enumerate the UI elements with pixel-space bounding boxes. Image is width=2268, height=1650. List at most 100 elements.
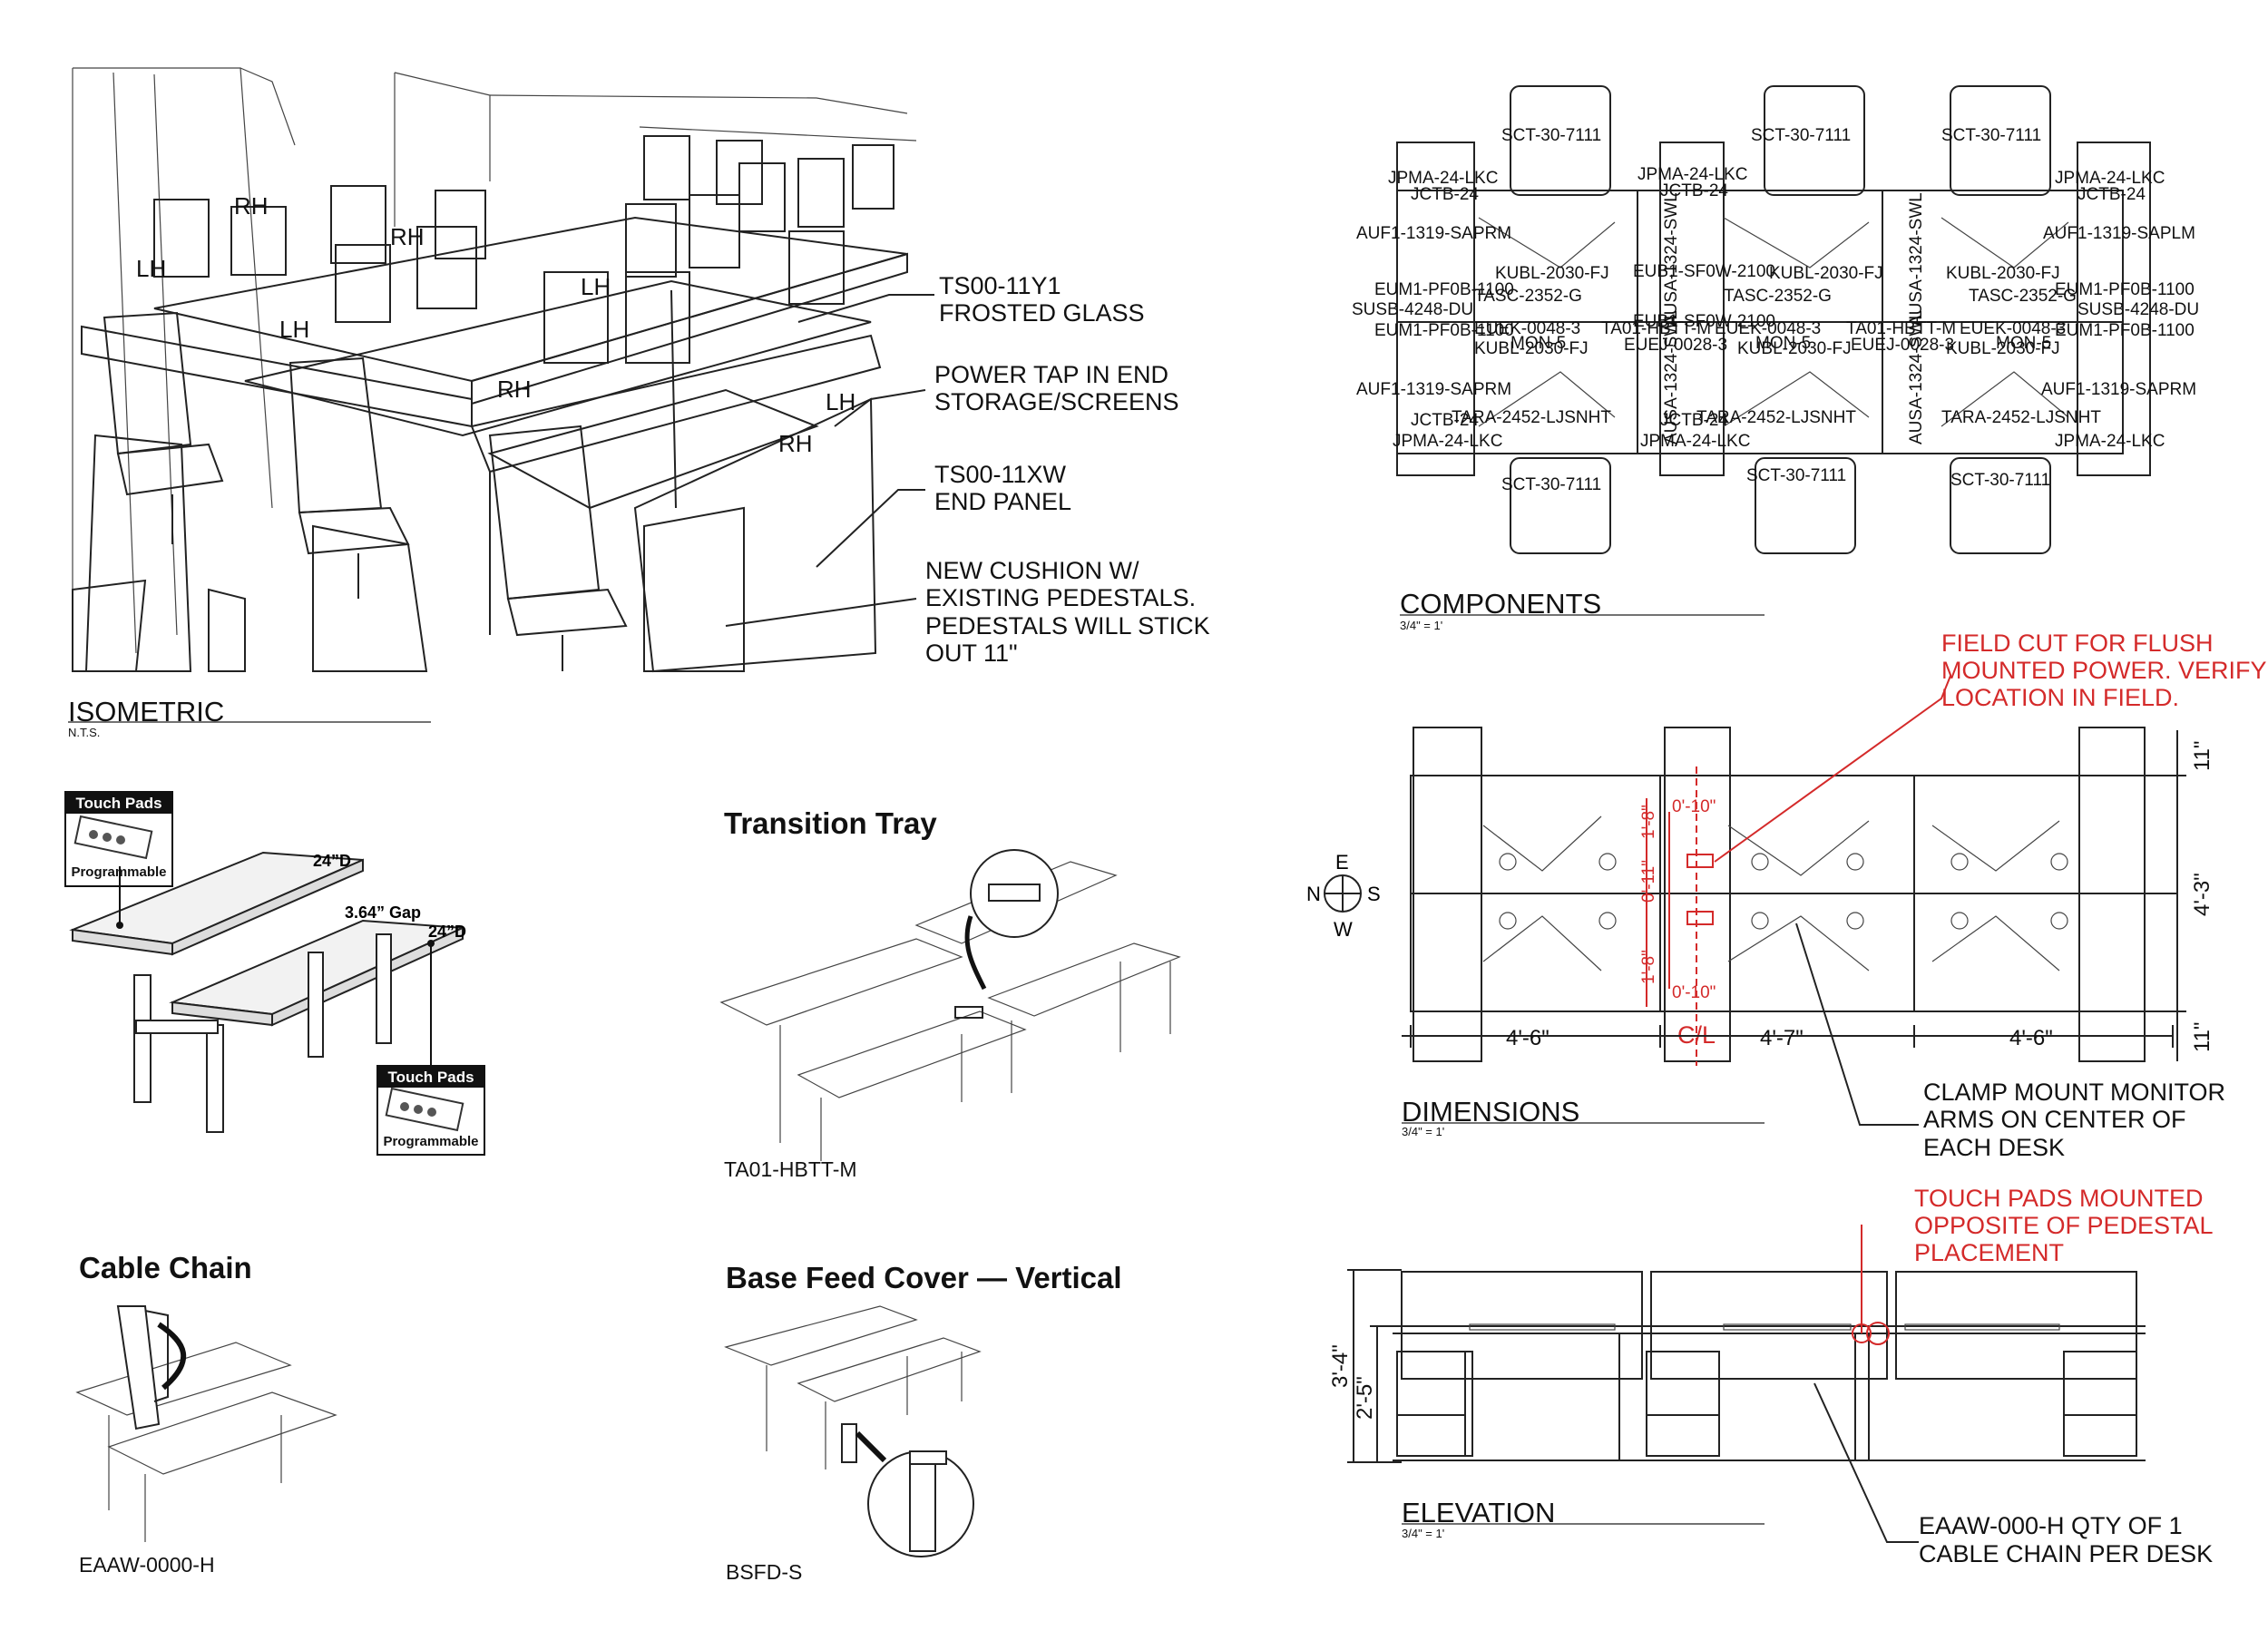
component-label: TASC-2352-G <box>1474 287 1582 306</box>
transition-tray-code: TA01-HBTT-M <box>724 1157 857 1181</box>
hand-label: RH <box>390 223 425 250</box>
components-scale: 3/4" = 1' <box>1400 619 1442 632</box>
component-label: MON-5 <box>1510 334 1566 353</box>
base-feed-heading: Base Feed Cover — Vertical <box>726 1261 1122 1294</box>
component-label: JCTB-24 <box>1411 185 1479 204</box>
svg-text:CABLE CHAIN PER DESK: CABLE CHAIN PER DESK <box>1919 1540 2213 1567</box>
component-label: AUSA-1324-SWL <box>1662 192 1681 327</box>
compass-west: W <box>1334 918 1353 941</box>
elevation-view: TOUCH PADS MOUNTED OPPOSITE OF PEDESTAL … <box>1328 1185 2214 1567</box>
callout-cushion: OUT 11" <box>925 639 1018 667</box>
svg-text:EAAW-000-H QTY OF 1: EAAW-000-H QTY OF 1 <box>1919 1512 2183 1539</box>
component-label: EUEK-0048-3 <box>1960 319 2066 338</box>
component-label: JPMA-24-LKC <box>2055 432 2165 451</box>
svg-text:MOUNTED POWER. VERIFY: MOUNTED POWER. VERIFY <box>1941 657 2267 684</box>
component-label: JCTB-24 <box>1660 181 1728 200</box>
component-label: TASC-2352-G <box>1724 287 1832 306</box>
component-label: TA01-HBTT-M <box>1601 319 1711 338</box>
callout-cushion: EXISTING PEDESTALS. <box>925 584 1196 611</box>
cable-chain-heading: Cable Chain <box>79 1251 252 1284</box>
north-compass: N E S W <box>1306 851 1381 941</box>
compass-south: S <box>1367 883 1381 905</box>
touch-pads-badge: Touch Pads Programmable <box>376 1065 485 1156</box>
component-label: AUF1-1319-SAPRM <box>1356 224 1511 243</box>
components-title: COMPONENTS <box>1400 588 1601 620</box>
red-dimension: 0'-10" <box>1672 983 1716 1002</box>
field-cut-note: FIELD CUT FOR FLUSH MOUNTED POWER. VERIF… <box>1941 630 2267 711</box>
hand-label: RH <box>497 376 532 403</box>
svg-text:TOUCH PADS MOUNTED: TOUCH PADS MOUNTED <box>1914 1185 2204 1212</box>
component-label: TARA-2452-LJSNHT <box>1452 408 1611 427</box>
component-label: JPMA-24-LKC <box>1637 165 1747 184</box>
callout-cushion: PEDESTALS WILL STICK <box>925 612 1210 639</box>
width-dim: 4'-6" <box>1506 1026 1549 1050</box>
component-label: EUB1-SF0W-2100 <box>1633 262 1775 281</box>
callout-power-tap: POWER TAP IN END <box>934 361 1168 388</box>
component-label: SUSB-4248-DU <box>2077 300 2199 319</box>
component-label: AUF1-1319-SAPLM <box>2043 224 2195 243</box>
component-label: KUBL-2030-FJ <box>1769 264 1883 283</box>
component-label: TASC-2352-G <box>1969 287 2077 306</box>
end-dim-bottom: 11" <box>2190 1022 2214 1052</box>
component-label: JCTB-24 <box>2077 185 2146 204</box>
callout-power-tap: STORAGE/SCREENS <box>934 388 1179 415</box>
callout-end-panel: END PANEL <box>934 488 1071 515</box>
isometric-view: RH RH LH LH LH RH LH RH TS00-11Y1 FROSTE… <box>68 67 1210 739</box>
callout-frosted-glass: TS00-11Y1 <box>939 272 1061 299</box>
component-label: EUEJ-0028-3 <box>1624 336 1727 355</box>
component-label: SCT-30-7111 <box>1501 126 1601 145</box>
component-label: EUM1-PF0B-1100 <box>2055 280 2195 299</box>
component-label: AUF1-1319-SAPRM <box>2041 380 2196 399</box>
svg-text:Programmable: Programmable <box>383 1134 478 1149</box>
component-label: SCT-30-7111 <box>1751 126 1851 145</box>
depth-top-label: 24”D <box>313 852 351 870</box>
component-label: TA01-HBTT-M <box>1846 319 1956 338</box>
component-label: EUM1-PF0B-1100 <box>1374 280 1514 299</box>
elevation-title: ELEVATION <box>1402 1497 1555 1528</box>
component-label: KUBL-2030-FJ <box>1737 339 1852 358</box>
red-dimension: 0'-11" <box>1639 860 1658 903</box>
svg-text:LOCATION IN FIELD.: LOCATION IN FIELD. <box>1941 684 2179 711</box>
isometric-callouts: TS00-11Y1 FROSTED GLASS POWER TAP IN END… <box>925 272 1210 667</box>
cable-chain-code: EAAW-0000-H <box>79 1553 215 1577</box>
component-label: EUEJ-0028-3 <box>1851 336 1954 355</box>
touch-pads-note: TOUCH PADS MOUNTED OPPOSITE OF PEDESTAL … <box>1914 1185 2214 1266</box>
component-label: EUM1-PF0B-1100 <box>2055 321 2195 340</box>
depth-bottom-label: 24”D <box>428 923 466 941</box>
svg-text:OPPOSITE OF PEDESTAL: OPPOSITE OF PEDESTAL <box>1914 1212 2214 1239</box>
dimensions-plan: 0'-10" 1'-8" 0'-11" 1'-8" 0'-10" C/L FIE… <box>1306 630 2267 1161</box>
component-label: SCT-30-7111 <box>1501 475 1601 494</box>
height-inner-dim: 2'-5" <box>1353 1376 1377 1420</box>
component-label: JPMA-24-LKC <box>1640 432 1750 451</box>
component-label: AUF1-1319-SAPRM <box>1356 380 1511 399</box>
component-label: JCTB-24 <box>1411 411 1479 430</box>
component-label: TARA-2452-LJSNHT <box>1941 408 2101 427</box>
width-dim: 4'-7" <box>1760 1026 1804 1050</box>
component-label: SCT-30-7111 <box>1950 471 2050 490</box>
red-dimension: 0'-10" <box>1672 797 1716 816</box>
component-label: KUBL-2030-FJ <box>1474 339 1589 358</box>
component-label: JPMA-24-LKC <box>1393 432 1502 451</box>
component-label: EUB1-SF0W-2100 <box>1633 312 1775 331</box>
component-label: JPMA-24-LKC <box>2055 169 2165 188</box>
component-label: KUBL-2030-FJ <box>1495 264 1609 283</box>
compass-north: N <box>1306 883 1321 905</box>
cable-chain-note: EAAW-000-H QTY OF 1 CABLE CHAIN PER DESK <box>1919 1512 2213 1567</box>
callout-cushion: NEW CUSHION W/ <box>925 557 1139 584</box>
svg-text:CLAMP MOUNT MONITOR: CLAMP MOUNT MONITOR <box>1923 1079 2225 1106</box>
component-label: EUM1-PF0B-1100 <box>1374 321 1514 340</box>
hand-label: LH <box>136 255 166 282</box>
desk-touchpad-diagram: Touch Pads Programmable Touch <box>64 791 485 1156</box>
component-label: SCT-30-7111 <box>1941 126 2041 145</box>
width-dim: 4'-6" <box>2009 1026 2053 1050</box>
hand-label: LH <box>581 273 611 300</box>
touch-pad-icon <box>89 830 98 839</box>
hand-label: LH <box>279 316 309 343</box>
svg-text:FIELD CUT FOR FLUSH: FIELD CUT FOR FLUSH <box>1941 630 2214 657</box>
gap-label: 3.64” Gap <box>345 903 421 922</box>
component-label: MON-5 <box>1755 334 1811 353</box>
compass-east: E <box>1335 851 1349 874</box>
component-label: JCTB-24 <box>1660 411 1728 430</box>
dimension-labels: 4'-6" 4'-7" 4'-6" 4'-3" 11" 11" <box>1506 741 2214 1052</box>
